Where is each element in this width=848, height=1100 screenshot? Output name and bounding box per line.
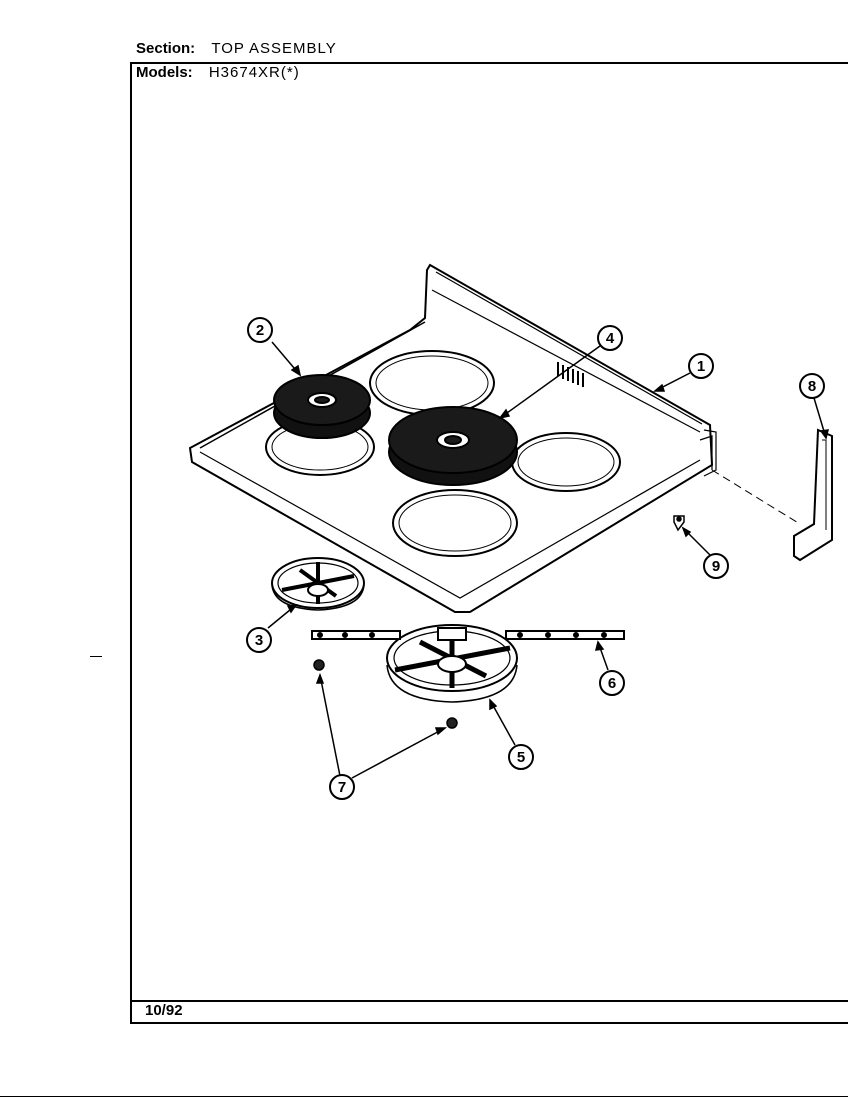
side-trim	[793, 428, 833, 562]
callout-8: 8	[799, 373, 825, 399]
small-drip-bowl	[271, 557, 365, 611]
revision-date: 10/92	[145, 1002, 183, 1019]
footer-divider	[130, 1000, 848, 1002]
svg-text:9: 9	[712, 558, 720, 575]
large-drip-bowl	[386, 624, 518, 703]
small-surface-element	[273, 374, 371, 439]
leader-lines	[267, 341, 829, 779]
svg-text:3: 3	[255, 632, 263, 649]
models-value: H3674XR(*)	[208, 64, 300, 81]
section-value: TOP ASSEMBLY	[211, 40, 337, 57]
callout-7: 7	[329, 774, 355, 800]
svg-text:4: 4	[606, 330, 615, 347]
page-bottom-rule	[0, 1096, 848, 1097]
callout-6: 6	[599, 670, 625, 696]
svg-text:5: 5	[517, 749, 525, 766]
svg-text:2: 2	[256, 322, 264, 339]
callout-2: 2	[247, 317, 273, 343]
screws	[313, 659, 458, 729]
svg-text:6: 6	[608, 675, 616, 692]
section-label: Section:	[136, 40, 196, 57]
svg-text:1: 1	[697, 358, 705, 375]
trim-screw	[673, 515, 685, 532]
burner-opening-front-right	[392, 489, 518, 557]
callout-5: 5	[508, 744, 534, 770]
diagram-frame	[130, 62, 848, 1024]
svg-text:8: 8	[808, 378, 816, 395]
models-label: Models:	[136, 64, 193, 81]
svg-text:7: 7	[338, 779, 346, 796]
receptacle-bracket	[311, 630, 625, 640]
callout-3: 3	[246, 627, 272, 653]
callout-9: 9	[703, 553, 729, 579]
callout-1: 1	[688, 353, 714, 379]
callouts: 1 2 3 4 5 6 7 8 9	[246, 317, 825, 800]
assembly-dash-line	[711, 469, 801, 525]
section-header: Section: TOP ASSEMBLY	[136, 40, 337, 57]
large-surface-element	[388, 406, 518, 486]
callout-4: 4	[597, 325, 623, 351]
margin-mark	[90, 656, 102, 657]
models-header: Models: H3674XR(*)	[136, 64, 300, 81]
